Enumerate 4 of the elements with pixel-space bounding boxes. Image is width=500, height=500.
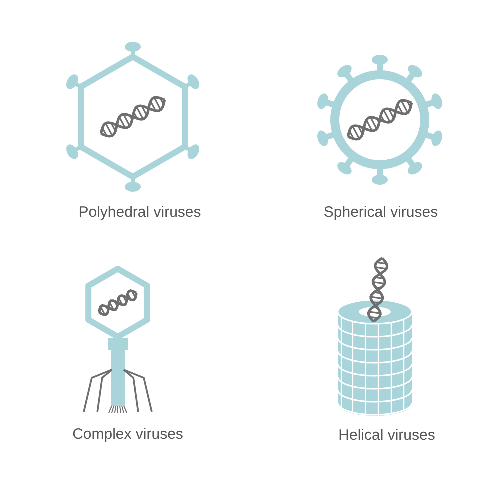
caption: Spherical viruses [324,204,438,221]
caption: Polyhedral viruses [78,204,202,221]
caption: Helical viruses [338,427,436,444]
caption: Complex viruses [72,426,184,443]
